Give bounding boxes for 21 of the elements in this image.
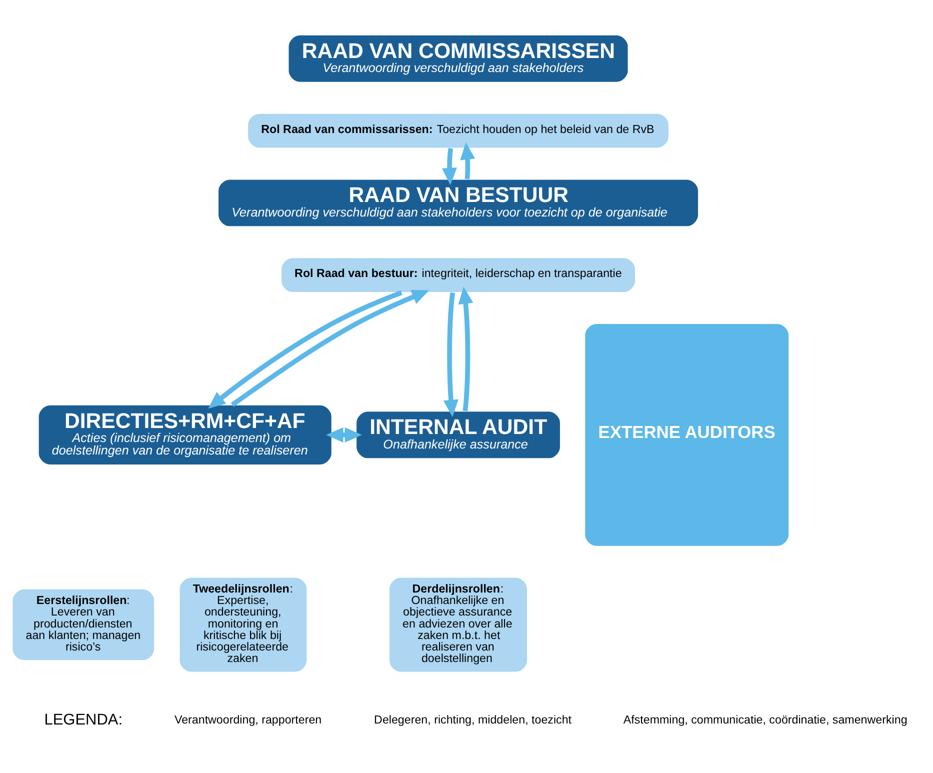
node-box: Rol Raad van commissarissen: Toezicht houden op het beleid van de RvB [247, 112, 670, 149]
arrow [458, 286, 474, 412]
node-box: Derdelijnsrollen: Onafhankelijke en objectieve assurance en adviezen over alle zaken m.b.t. het realiseren van doelstellingen [388, 576, 528, 673]
arrow [208, 290, 402, 409]
node-box: EXTERNE AUDITORS [584, 323, 790, 547]
node-box: Rol Raad van bestuur: integriteit, leiderschap en transparantie [280, 257, 636, 294]
arrow [230, 290, 430, 407]
node-box: DIRECTIES+RM+CF+AF Acties (inclusief risicomanagement) om doelstellingen van de organisatie te realiseren [38, 404, 332, 466]
arrow [442, 148, 457, 186]
node-box: Eerstelijnsrollen: Leveren van producten/diensten aan klanten; managen risico’s [12, 588, 156, 662]
legend-label: Verantwoording, rapporteren [174, 714, 322, 727]
node-box: Tweedelijnsrollen: Expertise, ondersteuning, monitoring en kritische blik bij risicogerelateerde zaken [178, 576, 308, 673]
legend-label: Afstemming, communicatie, coördinatie, samenwerking [623, 714, 908, 727]
node-box: RAAD VAN COMMISSARISSEN Verantwoording verschuldigd aan stakeholders [288, 34, 629, 83]
arrow [460, 142, 476, 180]
label: LEGENDA: [44, 711, 123, 728]
arrow [443, 292, 458, 418]
node-box: RAAD VAN BESTUUR Verantwoording verschuldigd aan stakeholders voor toezicht op de organisatie [218, 178, 699, 228]
legend-label: Delegeren, richting, middelen, toezicht [374, 714, 572, 727]
node-box: INTERNAL AUDIT Onafhankelijke assurance [356, 410, 561, 460]
arrow [326, 427, 362, 442]
